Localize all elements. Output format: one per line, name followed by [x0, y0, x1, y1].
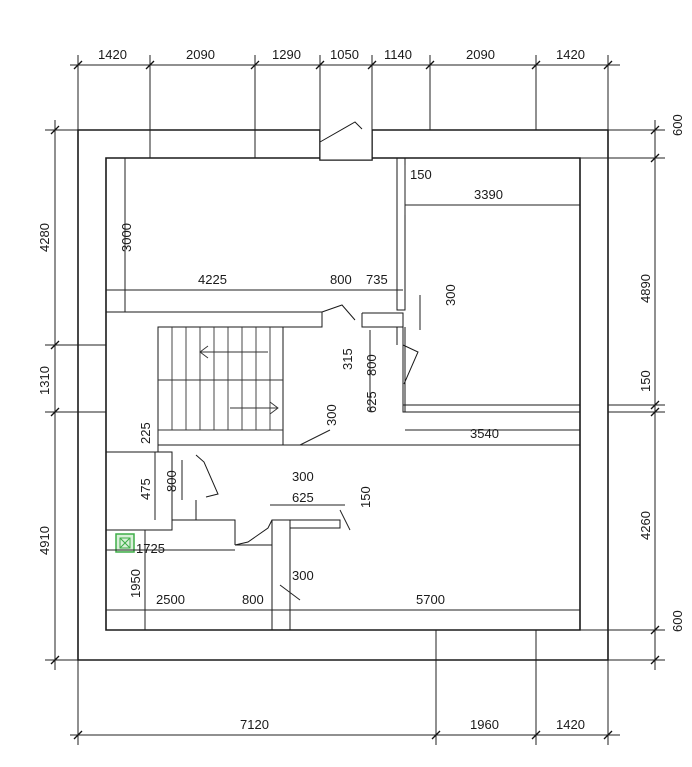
doors: [195, 304, 419, 546]
dimension-lines-interior: [106, 158, 580, 630]
dim-gap-735: 735: [366, 272, 388, 287]
staircase: [158, 327, 283, 431]
dimensions-right: 600 4890 150 4260 600: [638, 114, 685, 632]
interior-walls: [105, 157, 581, 631]
dim-gap-225: 225: [138, 422, 153, 444]
dimension-ticks: [50, 60, 660, 740]
dim-left-2: 1310: [37, 366, 52, 395]
dim-right-4: 4260: [638, 511, 653, 540]
dim-gap-625-b: 625: [292, 490, 314, 505]
dim-wall-150-mid: 150: [358, 486, 373, 508]
dim-top-2: 2090: [186, 47, 215, 62]
dim-door-800-a: 800: [330, 272, 352, 287]
dim-door-800-c: 800: [164, 470, 179, 492]
ventilation-marker: [115, 533, 135, 553]
dim-left-3: 4910: [37, 526, 52, 555]
dimensions-interior: 3000 4225 800 735 150 3390 300 315 800 6…: [119, 167, 503, 607]
dim-right-5: 600: [670, 610, 685, 632]
dimensions-left: 4280 1310 4910: [37, 223, 52, 555]
dim-gap-300-d: 300: [292, 568, 314, 583]
dim-bottom-2: 1960: [470, 717, 499, 732]
dim-room-nw-height: 3000: [119, 223, 134, 252]
dim-top-5: 1140: [384, 47, 412, 62]
dim-gap-300-c: 300: [292, 469, 314, 484]
dim-gap-300-b: 300: [324, 404, 339, 426]
stair-treads-upper: [171, 327, 271, 380]
dim-gap-300-a: 300: [443, 284, 458, 306]
dim-room-e-width: 3540: [470, 426, 499, 441]
door-swing-3: [195, 454, 219, 498]
stair-arrow-lower: [230, 401, 279, 415]
dim-room-ne-width: 3390: [474, 187, 503, 202]
dim-room-se-width: 5700: [416, 592, 445, 607]
dim-bath-1725: 1725: [136, 541, 165, 556]
stair-treads-lower: [171, 380, 271, 430]
dim-top-3: 1290: [272, 47, 301, 62]
outer-walls: [77, 121, 609, 661]
dim-gap-315: 315: [340, 348, 355, 370]
dimensions-bottom: 7120 1960 1420: [240, 717, 585, 732]
stair-arrow-upper: [199, 345, 268, 359]
dimension-lines-outer: [45, 55, 665, 745]
door-swing-1: [321, 304, 356, 321]
dim-wall-150-top: 150: [410, 167, 432, 182]
dim-top-7: 1420: [556, 47, 585, 62]
door-swing-2: [402, 344, 419, 385]
dim-room-sw-width: 2500: [156, 592, 185, 607]
dim-top-4: 1050: [330, 47, 359, 62]
dim-right-3: 150: [638, 370, 653, 392]
dim-right-1: 600: [670, 114, 685, 136]
dim-left-1: 4280: [37, 223, 52, 252]
dim-bath-1950: 1950: [128, 569, 143, 598]
dim-gap-475: 475: [138, 478, 153, 500]
door-swing-4: [234, 519, 273, 546]
dim-bottom-1: 7120: [240, 717, 269, 732]
dim-bottom-3: 1420: [556, 717, 585, 732]
dim-top-1: 1420: [98, 47, 127, 62]
dim-right-2: 4890: [638, 274, 653, 303]
dim-door-800-d: 800: [242, 592, 264, 607]
dim-top-6: 2090: [466, 47, 495, 62]
dim-door-800-b: 800: [364, 354, 379, 376]
dim-room-nw-width: 4225: [198, 272, 227, 287]
dim-gap-625-a: 625: [364, 391, 379, 413]
dimensions-top: 1420 2090 1290 1050 1140 2090 1420: [98, 47, 585, 62]
